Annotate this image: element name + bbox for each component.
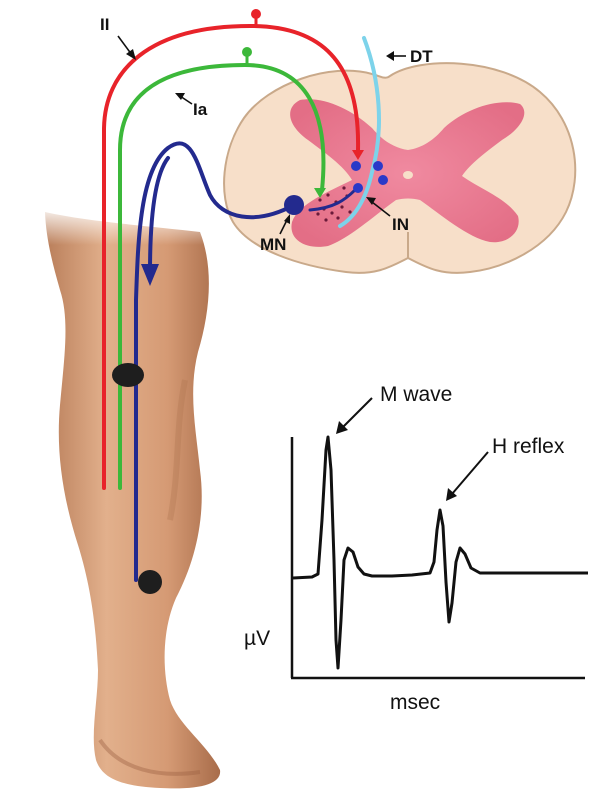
synapse-dot-2: [373, 161, 383, 171]
label-interneuron: IN: [392, 215, 409, 234]
label-motor-neuron: MN: [260, 235, 286, 254]
pointer-m-wave: [342, 398, 372, 428]
leg-top-fade: [30, 205, 220, 245]
stimulating-electrode: [112, 363, 144, 387]
pointer-descending-tract-head: [386, 51, 394, 61]
plot-ylabel: µV: [244, 627, 270, 650]
central-canal: [403, 171, 413, 179]
label-descending-tract: DT: [410, 47, 433, 66]
label-fiber-ia: Ia: [193, 100, 208, 119]
synapse-dot-1: [351, 161, 361, 171]
leg-silhouette: [45, 212, 220, 788]
leg: [30, 205, 220, 788]
pointer-h-reflex: [452, 452, 488, 494]
pointer-fiber-ii-head: [126, 49, 136, 60]
fiber-ia-ganglion: [242, 47, 252, 57]
plot-xlabel: msec: [390, 691, 440, 714]
recording-electrode: [138, 570, 162, 594]
interneuron: [353, 183, 363, 193]
motor-neuron: [284, 195, 304, 215]
label-fiber-ii: II: [100, 15, 109, 34]
emg-plot: M wave H reflex µV msec: [244, 383, 588, 714]
synapse-dot-3: [378, 175, 388, 185]
plot-label-h-reflex: H reflex: [492, 435, 565, 458]
plot-label-m-wave: M wave: [380, 383, 452, 406]
fiber-ii-ganglion: [251, 9, 261, 19]
emg-trace: [293, 437, 588, 668]
